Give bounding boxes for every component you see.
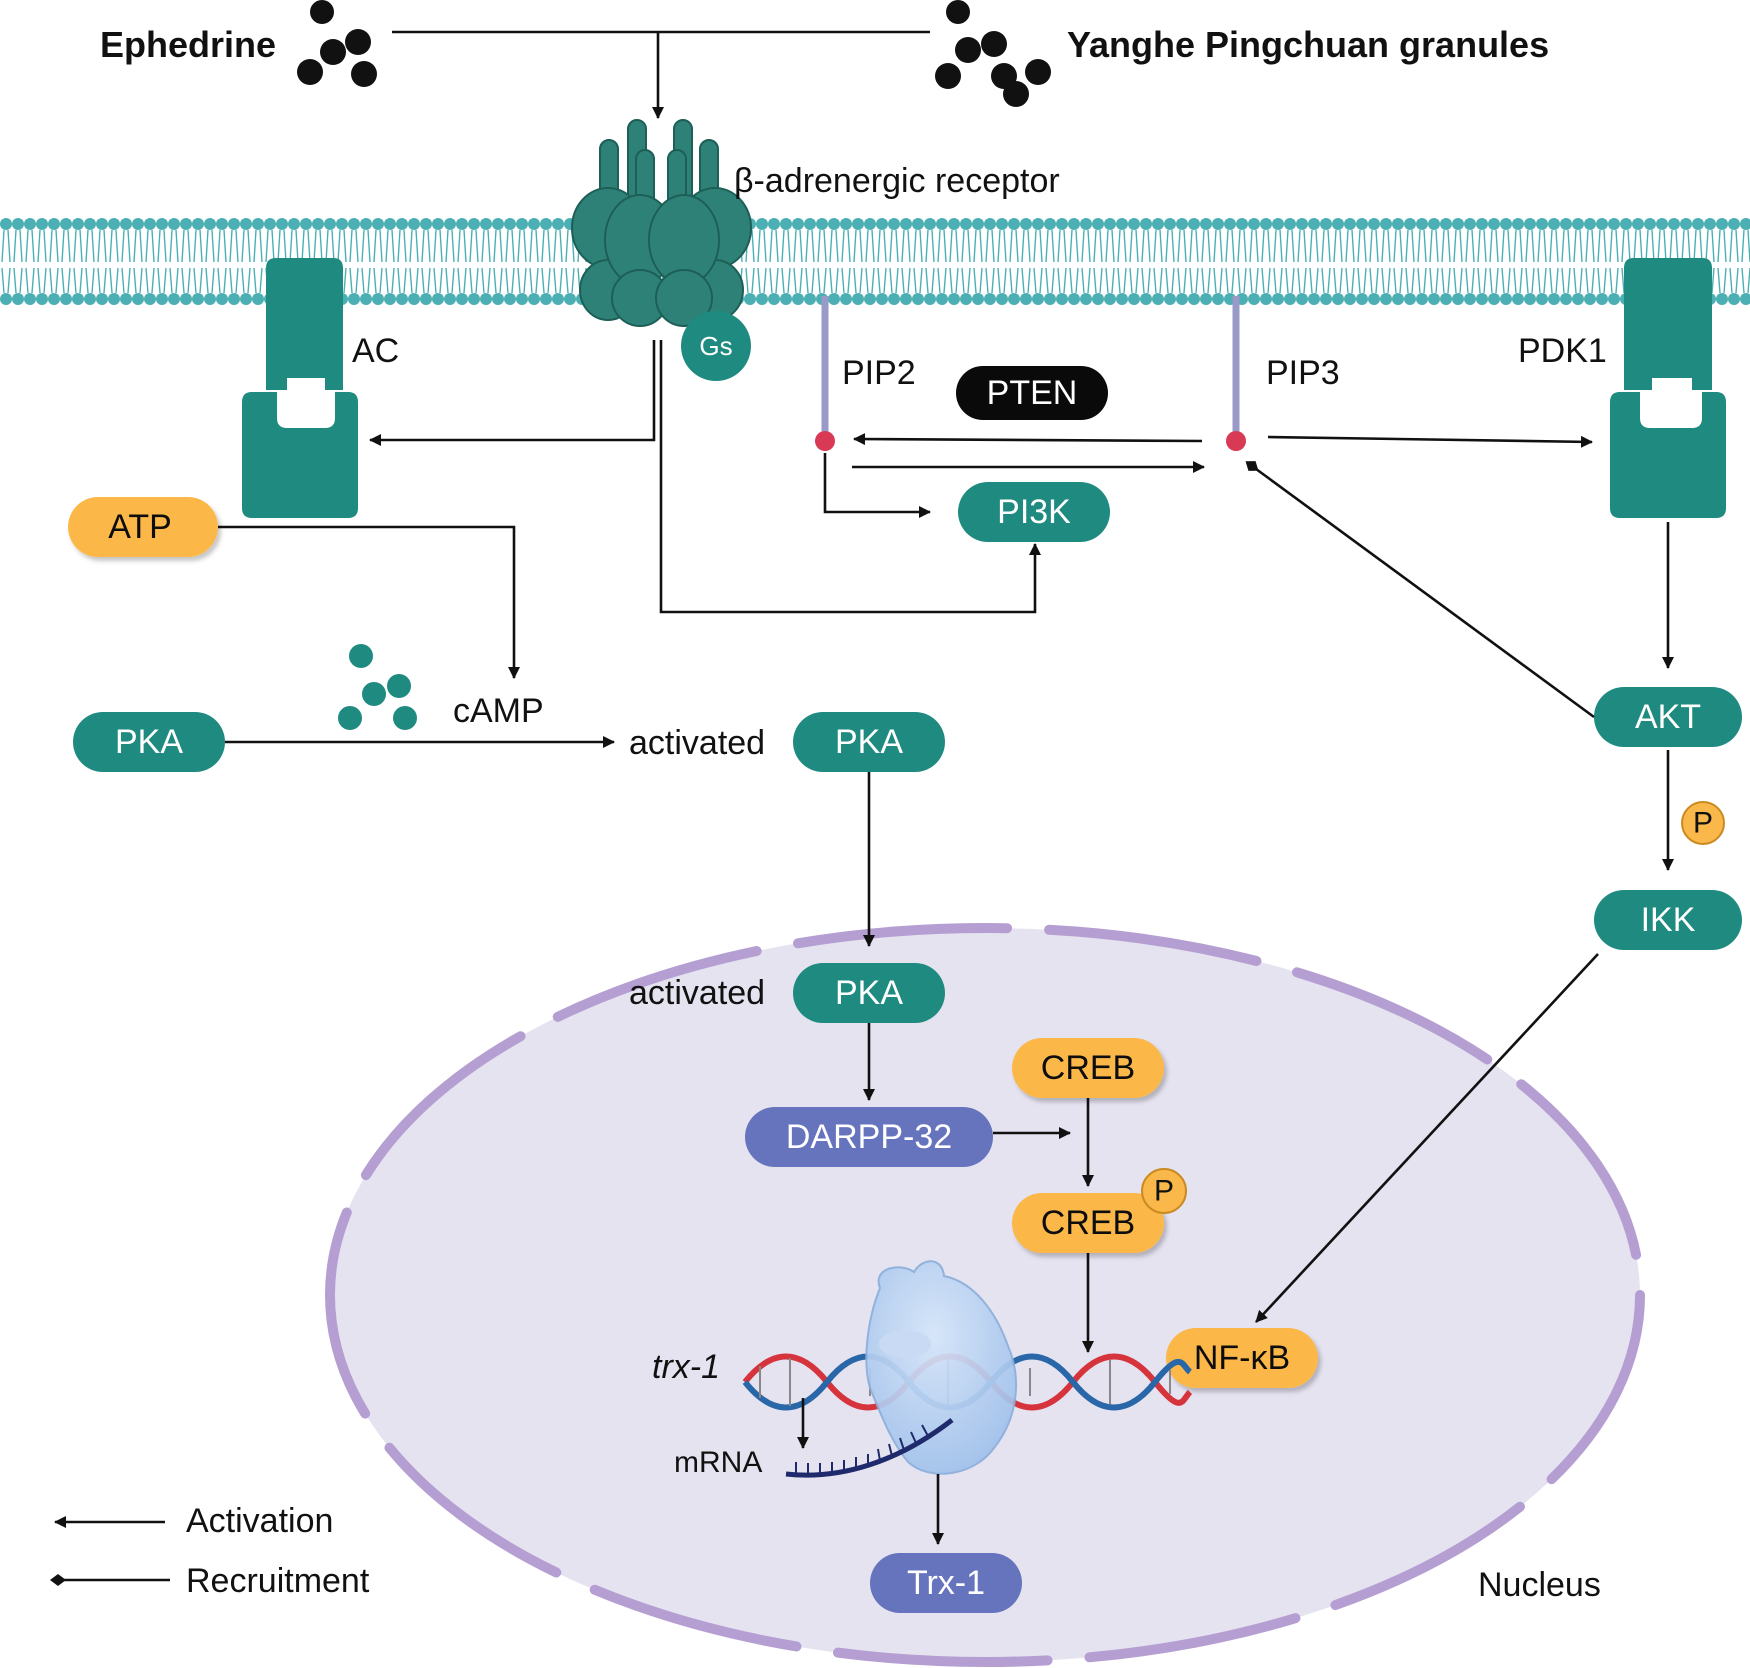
arrow-pip3-to-pdk1 [1267,435,1593,448]
nuclear-envelope [325,923,1645,1667]
darpp32-node: DARPP-32 [745,1107,993,1167]
ikk-node: IKK [1594,890,1742,950]
creb-phosphorylated-node: CREB [1012,1193,1164,1253]
ephedrine-label: Ephedrine [100,24,276,65]
pip3-lipid [1226,296,1246,451]
svg-text:DARPP-32: DARPP-32 [786,1118,952,1156]
yanghe-group: Yanghe Pingchuan granules [935,0,1549,107]
pka-nuclear-node: PKA [793,963,945,1023]
svg-text:PKA: PKA [115,723,183,761]
svg-text:CREB: CREB [1041,1204,1135,1242]
adenylyl-cyclase [242,258,358,518]
nfkb-node: NF-κB [1166,1328,1318,1388]
activated-label-nucleus: activated [629,974,765,1012]
ac-label: AC [352,332,399,370]
arrow-gs-to-pi3k [659,340,1041,614]
ribosome [865,1260,1018,1475]
arrow-atp-to-camp [218,525,520,679]
pka-activated-node: PKA [793,712,945,772]
cell-membrane [0,210,1750,310]
beta-adrenergic-receptor [571,119,752,327]
svg-text:P: P [1154,1175,1174,1208]
yanghe-molecules [935,0,1051,107]
nucleus-label: Nucleus [1478,1566,1601,1604]
nucleus-body [330,928,1640,1662]
akt-node: AKT [1594,687,1742,747]
camp-label: cAMP [453,692,544,730]
svg-text:Gs: Gs [699,331,732,361]
svg-text:Trx-1: Trx-1 [907,1564,985,1602]
svg-text:P: P [1693,807,1713,840]
gs-protein: Gs [681,311,751,381]
trx1-gene-label: trx-1 [652,1348,720,1386]
legend: Activation Recruitment [50,1502,370,1600]
arrow-pip2-to-pi3k [823,453,931,518]
mrna-label: mRNA [674,1446,762,1479]
pip2-lipid [815,296,835,451]
pi3k-node: PI3K [958,482,1110,542]
svg-text:IKK: IKK [1641,901,1696,939]
svg-text:ATP: ATP [108,508,172,546]
svg-text:PTEN: PTEN [987,374,1078,412]
svg-text:PKA: PKA [835,974,903,1012]
mrna-strand [785,1418,954,1478]
atp-node: ATP [68,497,218,557]
svg-text:CREB: CREB [1041,1049,1135,1087]
pip2-label: PIP2 [842,354,916,392]
ephedrine-group: Ephedrine [100,0,377,87]
trx1-protein-node: Trx-1 [870,1553,1022,1613]
yanghe-label: Yanghe Pingchuan granules [1067,24,1549,65]
arrow-pten-pip3-to-pip2 [853,433,1203,446]
svg-text:PI3K: PI3K [997,493,1071,531]
pten-node: PTEN [956,366,1108,420]
receptor-label: β-adrenergic receptor [734,162,1060,200]
arrow-gs-to-ac [369,340,656,446]
drug-to-receptor-arrow [392,30,930,119]
activated-label-cytoplasm: activated [629,724,765,762]
pip3-label: PIP3 [1266,354,1340,392]
pdk1-kinase [1610,258,1726,518]
legend-activation-label: Activation [186,1502,333,1540]
svg-text:AKT: AKT [1635,698,1701,736]
nucleus: Nucleus [325,923,1645,1667]
arrow-akt-recruits-pip3 [1245,461,1595,719]
akt-phosphate: P [1681,801,1725,845]
svg-text:PKA: PKA [835,723,903,761]
camp-molecules [338,644,417,730]
creb-node: CREB [1012,1038,1164,1098]
svg-text:NF-κB: NF-κB [1194,1339,1290,1377]
arrow-ikk-to-nfkb [1255,953,1599,1323]
pdk1-label: PDK1 [1518,332,1607,370]
pka-inactive-node: PKA [73,712,225,772]
pathway-arrows [218,340,1674,1545]
creb-phosphate: P [1141,1168,1187,1214]
ephedrine-molecules [297,0,377,87]
legend-recruitment-label: Recruitment [186,1562,370,1600]
